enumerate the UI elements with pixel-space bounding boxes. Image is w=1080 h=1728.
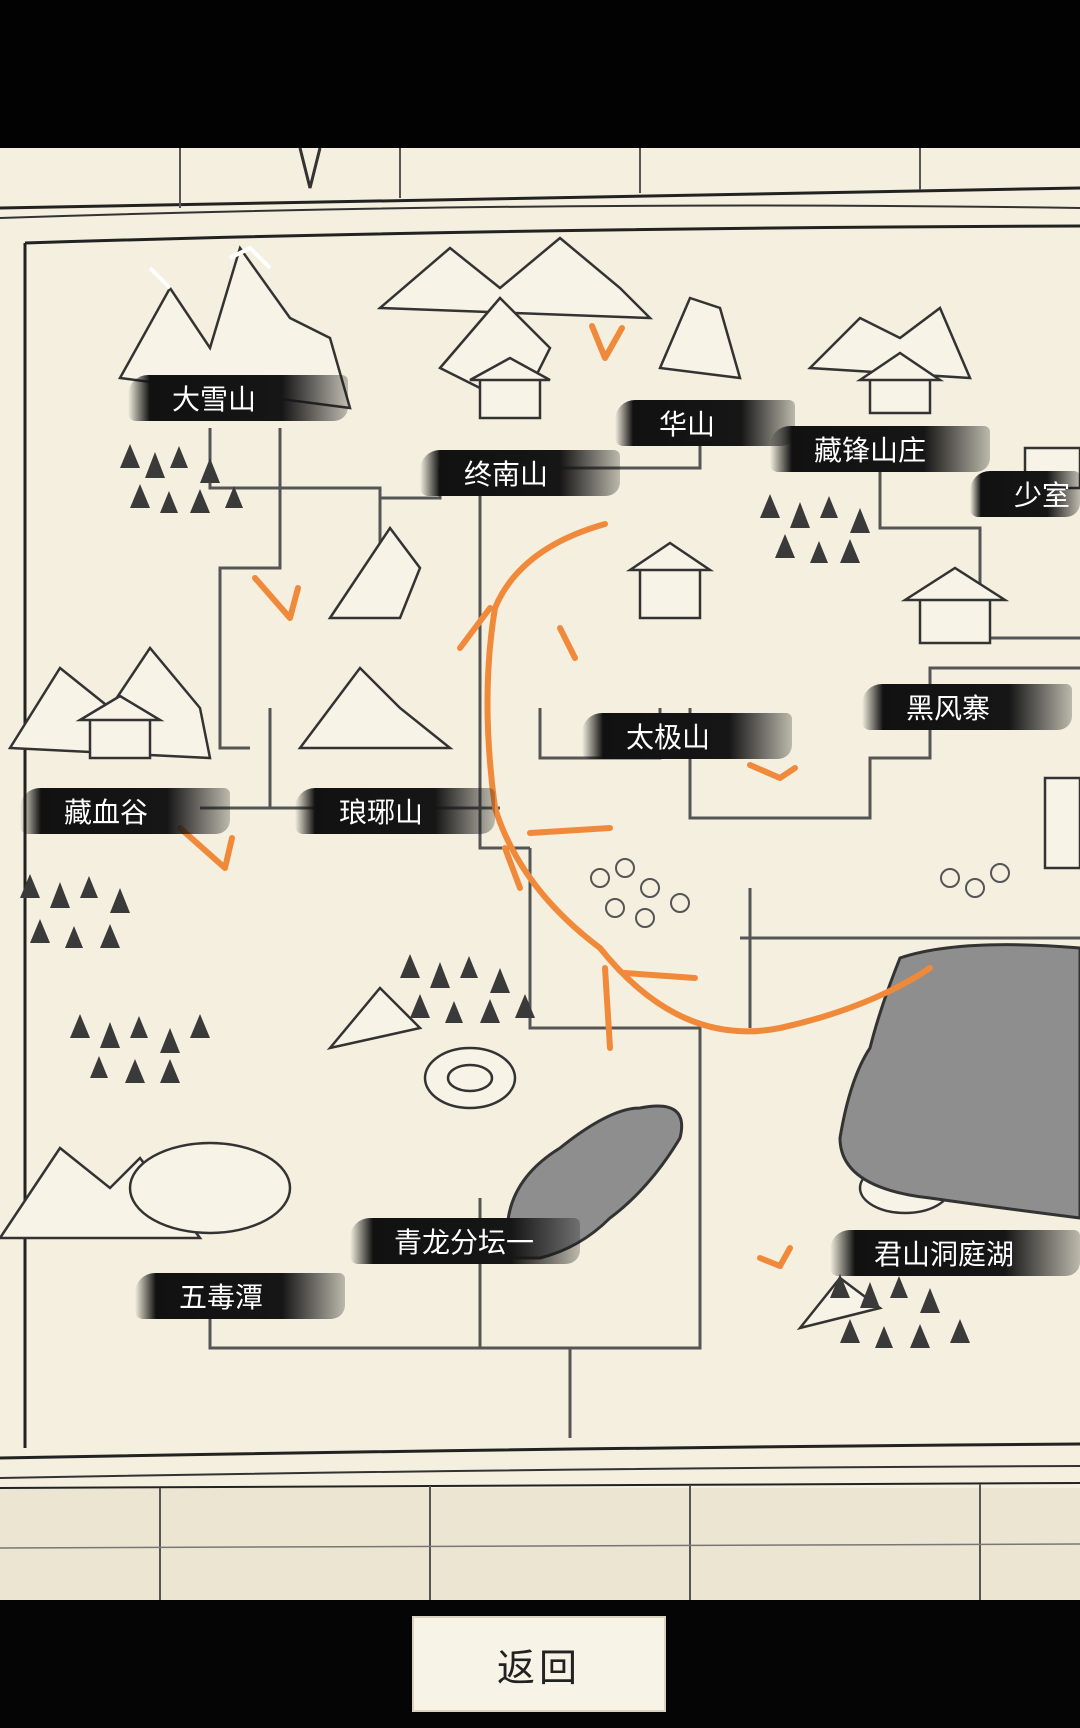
location-label: 大雪山	[172, 383, 257, 416]
world-map: 大雪山 终南山 华山 藏锋山庄 少室 太极山 黑风寨 藏血谷 琅琊山 青龙分坛一…	[0, 148, 1080, 1600]
location-heifengzhai[interactable]: 黑风寨	[862, 684, 1072, 730]
location-label: 藏血谷	[64, 796, 149, 829]
location-label: 太极山	[626, 721, 711, 754]
location-cangxuegu[interactable]: 藏血谷	[20, 788, 230, 834]
location-daxueshan[interactable]: 大雪山	[128, 375, 348, 421]
location-label: 华山	[659, 408, 716, 441]
location-huashan[interactable]: 华山	[615, 400, 795, 446]
location-qinglongfentan[interactable]: 青龙分坛一	[350, 1218, 580, 1264]
location-zhongnanshan[interactable]: 终南山	[420, 450, 620, 496]
location-label: 藏锋山庄	[814, 434, 927, 467]
location-label: 五毒潭	[179, 1281, 264, 1314]
location-junshandongtinghu[interactable]: 君山洞庭湖	[830, 1230, 1080, 1276]
top-black-bar	[0, 0, 1080, 148]
location-langyashan[interactable]: 琅琊山	[295, 788, 495, 834]
location-cangfengshanzhuang[interactable]: 藏锋山庄	[770, 426, 990, 472]
location-label: 青龙分坛一	[394, 1226, 535, 1259]
location-label: 终南山	[464, 458, 549, 491]
location-label: 君山洞庭湖	[874, 1238, 1015, 1271]
map-illustration	[0, 148, 1080, 1600]
location-label: 琅琊山	[339, 796, 424, 829]
location-shaoshi[interactable]: 少室	[970, 471, 1080, 517]
location-label: 少室	[1014, 479, 1071, 512]
location-label: 黑风寨	[906, 692, 991, 725]
location-wuduta[interactable]: 五毒潭	[135, 1273, 345, 1319]
location-taijishan[interactable]: 太极山	[582, 713, 792, 759]
back-button[interactable]: 返回	[412, 1616, 666, 1712]
